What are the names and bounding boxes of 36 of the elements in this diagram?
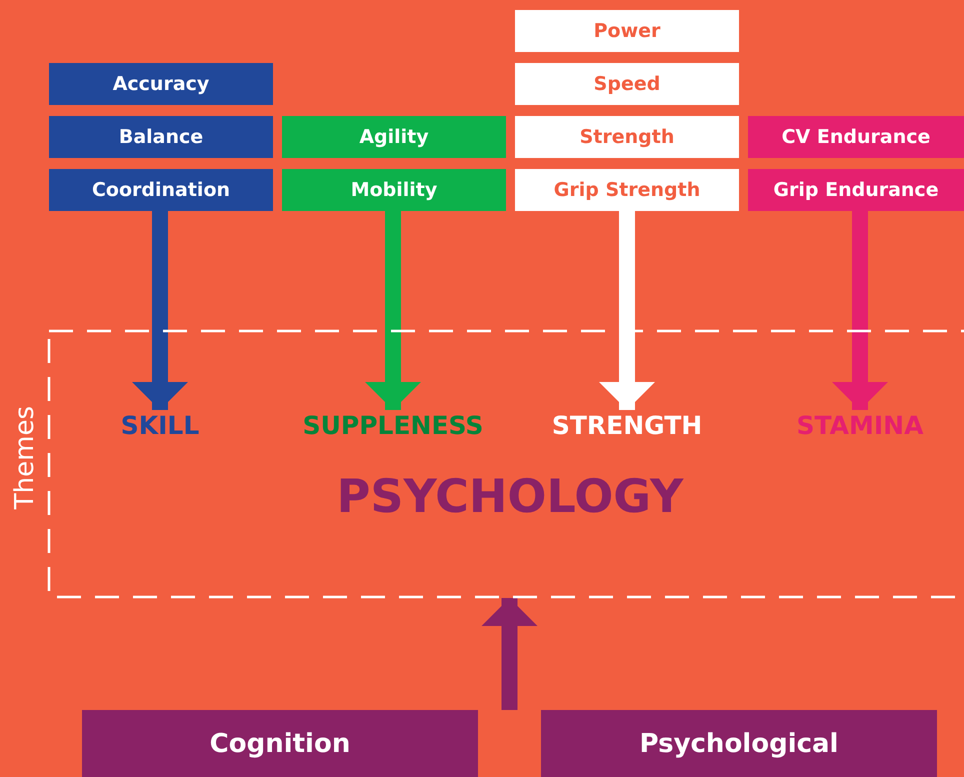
box-label: Mobility xyxy=(350,179,438,201)
box-label: Strength xyxy=(580,126,674,148)
process-box xyxy=(748,116,964,158)
box-label: Power xyxy=(594,20,660,42)
process-box xyxy=(515,116,739,158)
block-arrow xyxy=(132,211,188,410)
process-box xyxy=(82,710,478,777)
process-box xyxy=(49,63,273,105)
block-arrow xyxy=(365,211,421,410)
process-box xyxy=(49,169,273,211)
process-box xyxy=(282,169,506,211)
central-theme-label: PSYCHOLOGY xyxy=(310,468,710,524)
process-box xyxy=(515,169,739,211)
process-box xyxy=(49,116,273,158)
process-box xyxy=(515,63,739,105)
theme-label: SUPPLENESS xyxy=(298,410,488,440)
box-label: Coordination xyxy=(92,179,230,201)
process-box xyxy=(748,169,964,211)
box-label: Cognition xyxy=(210,728,350,758)
block-arrow xyxy=(832,211,888,410)
box-label: CV Endurance xyxy=(782,126,930,148)
theme-label: SKILL xyxy=(110,410,210,440)
block-arrow xyxy=(599,211,655,410)
box-label: Grip Endurance xyxy=(773,179,939,201)
process-box xyxy=(541,710,937,777)
box-label: Psychological xyxy=(640,728,838,758)
box-label: Agility xyxy=(359,126,429,148)
box-label: Speed xyxy=(594,73,660,95)
box-label: Balance xyxy=(118,126,204,148)
process-box xyxy=(282,116,506,158)
theme-label: STAMINA xyxy=(780,410,940,440)
theme-label: STRENGTH xyxy=(537,410,717,440)
box-label: Accuracy xyxy=(112,73,210,95)
block-arrow xyxy=(482,598,538,710)
process-box xyxy=(515,10,739,52)
box-label: Grip Strength xyxy=(554,179,700,201)
